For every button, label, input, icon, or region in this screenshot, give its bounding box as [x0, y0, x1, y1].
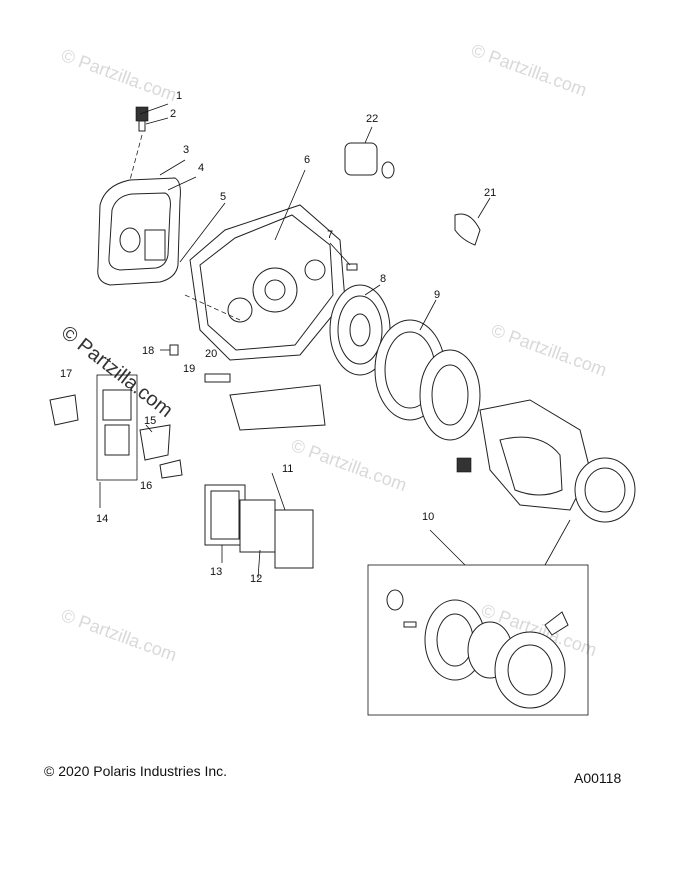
- copyright-notice: © 2020 Polaris Industries Inc.: [44, 763, 228, 779]
- woodruff-key: [329, 242, 358, 271]
- callout-5: 5: [220, 191, 226, 203]
- callout-7: 7: [327, 229, 333, 241]
- watermark-top-right: © Partzilla.com: [469, 40, 590, 100]
- callout-19: 19: [183, 363, 195, 375]
- brackets: [49, 394, 183, 479]
- callout-labels: 1 2 3 4 5 6 7 8 9 10 11 12 13 14 15 16 1…: [60, 90, 496, 585]
- sensor-part: [454, 197, 491, 246]
- callout-18: 18: [142, 345, 154, 357]
- callout-2: 2: [170, 108, 176, 120]
- callout-21: 21: [484, 187, 496, 199]
- callout-16: 16: [140, 480, 152, 492]
- callout-4: 4: [198, 162, 204, 174]
- watermark-center: © Partzilla.com: [289, 435, 410, 495]
- watermark-bottom-left: © Partzilla.com: [59, 605, 180, 665]
- callout-20: 20: [205, 348, 217, 360]
- engine-block: [179, 169, 346, 361]
- muffler: [97, 159, 197, 286]
- callout-3: 3: [183, 144, 189, 156]
- callout-15: 15: [144, 415, 156, 427]
- watermark-layer: © Partzilla.com © Partzilla.com © Partzi…: [57, 40, 610, 665]
- callout-8: 8: [380, 273, 386, 285]
- watermark-top-left: © Partzilla.com: [59, 45, 180, 105]
- watermark-mid-right: © Partzilla.com: [489, 320, 610, 380]
- starter-motor: [344, 126, 395, 179]
- misc-small-parts: [160, 344, 326, 431]
- diagram-code: A00118: [574, 770, 622, 786]
- callout-17: 17: [60, 368, 72, 380]
- callout-12: 12: [250, 573, 262, 585]
- carburetor-group: [96, 374, 138, 508]
- stator-flywheel: [374, 299, 481, 441]
- fan-housing: [456, 399, 636, 523]
- air-filter: [204, 472, 314, 579]
- recoil-starter-assembly: [367, 519, 589, 716]
- rotor: [329, 284, 391, 376]
- callout-9: 9: [434, 289, 440, 301]
- callout-1: 1: [176, 90, 182, 102]
- callout-14: 14: [96, 513, 108, 525]
- callout-6: 6: [304, 154, 310, 166]
- callout-13: 13: [210, 566, 222, 578]
- callout-11: 11: [282, 463, 293, 475]
- spark-plug-cap: [129, 103, 169, 181]
- callout-22: 22: [366, 113, 378, 125]
- callout-10: 10: [422, 511, 434, 523]
